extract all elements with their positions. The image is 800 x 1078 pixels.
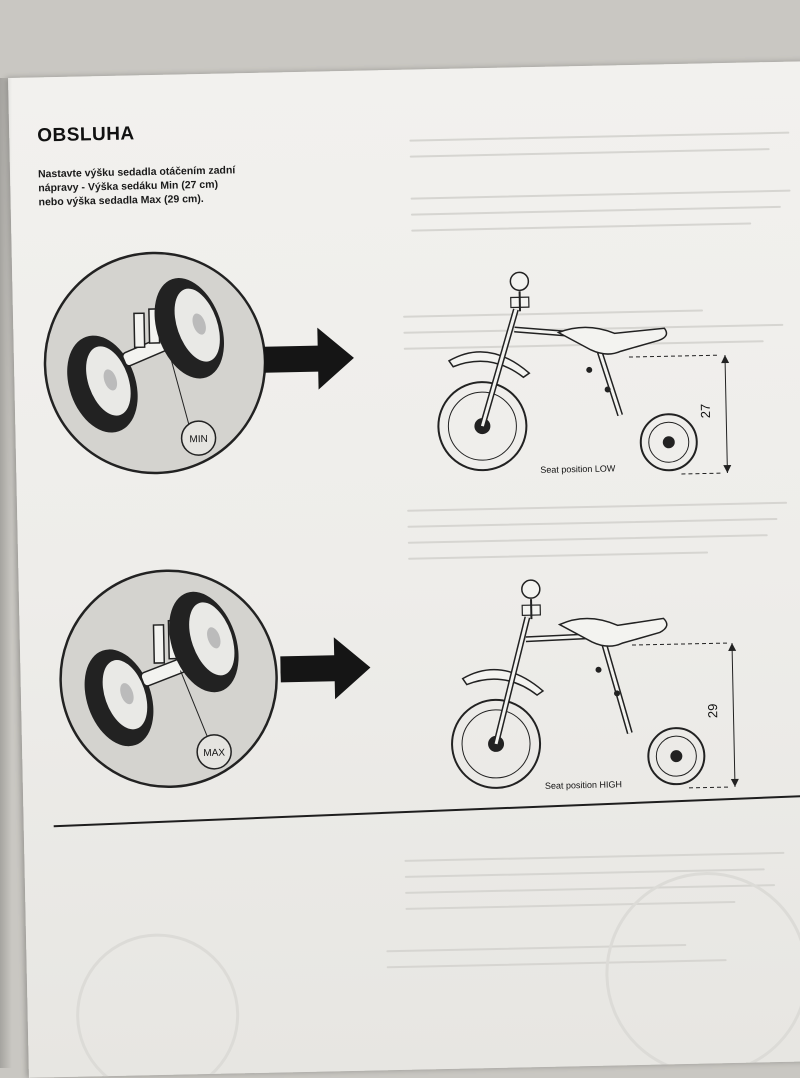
show-through-illustration	[56, 913, 259, 1077]
book-spine-shadow	[0, 78, 12, 1068]
min-axle-label: MIN	[189, 434, 208, 445]
seat-position-low-caption: Seat position LOW	[540, 463, 615, 475]
max-axle-illustration: MAX	[54, 560, 299, 815]
max-axle-label: MAX	[203, 748, 225, 759]
arrow-right-icon	[280, 637, 373, 701]
show-through-illustration	[585, 861, 800, 1066]
section-title: OBSLUHA	[37, 123, 135, 147]
min-axle-illustration: MIN	[38, 240, 283, 495]
show-through-text	[8, 61, 800, 78]
manual-page: OBSLUHA Nastavte výšku sedadla otáčením …	[8, 61, 800, 1078]
arrow-right-icon	[263, 327, 356, 391]
seat-position-high-caption: Seat position HIGH	[545, 779, 622, 791]
seat-height-low-value: 27	[698, 404, 713, 419]
seat-height-high-value: 29	[705, 703, 720, 718]
seat-height-instruction: Nastavte výšku sedadla otáčením zadní ná…	[38, 162, 279, 209]
